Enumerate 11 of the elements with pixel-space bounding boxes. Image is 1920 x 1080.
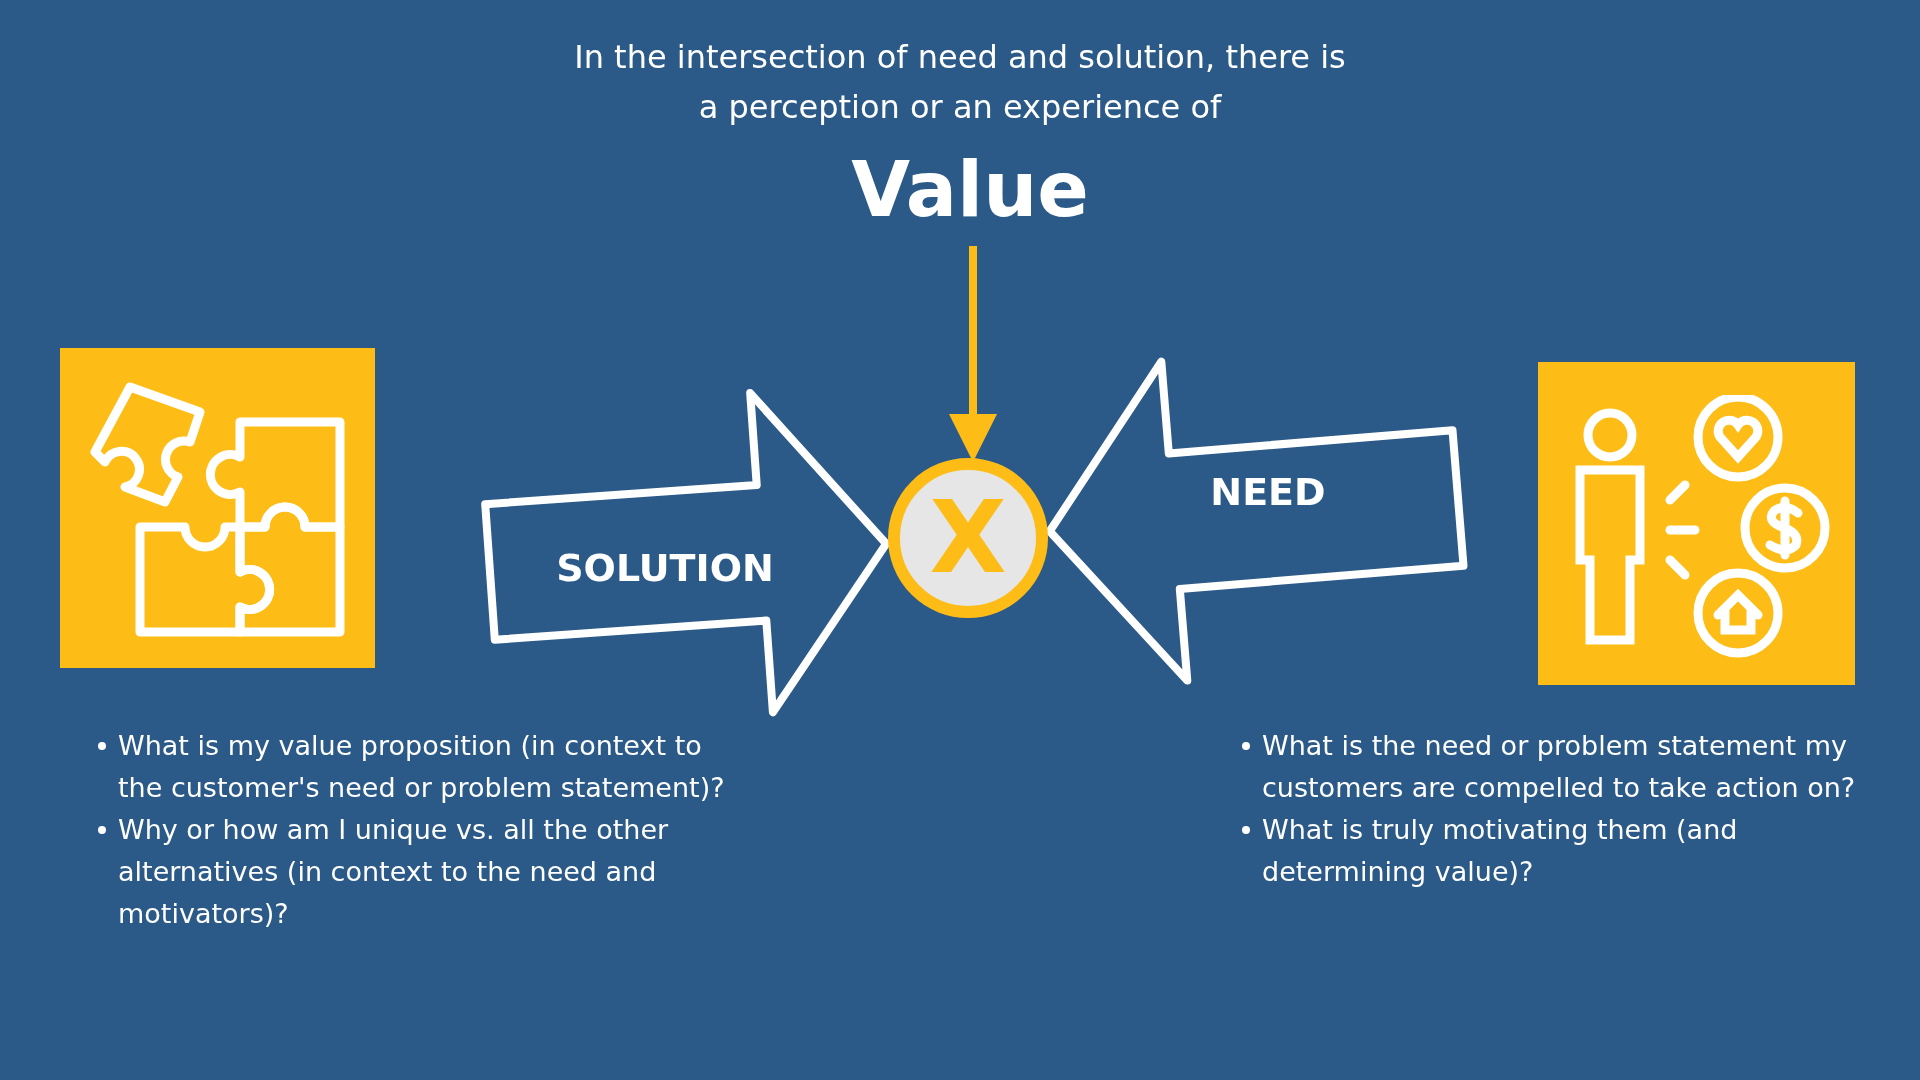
bullet-question: What is my value proposition (in context to the customer's need or problem statement)? [118,729,726,805]
block-arrow [1045,357,1468,685]
bullet-question: Why or how am I unique vs. all the other alternatives (in context to the need and motivators)? [118,813,670,931]
bullet-question: What is the need or problem statement my customers are compelled to take action on? [1262,729,1857,805]
block-arrow [481,389,891,717]
edge-label: SOLUTION [556,546,774,590]
x-circle: X [888,458,1048,618]
intro-text: In the intersection of need and solution, there is a perception or an experience of [573,37,1347,128]
edge-label: NEED [1210,470,1326,514]
value-heading: Value [760,140,1180,240]
bullet-question: What is truly motivating them (and determining value)? [1262,813,1739,889]
